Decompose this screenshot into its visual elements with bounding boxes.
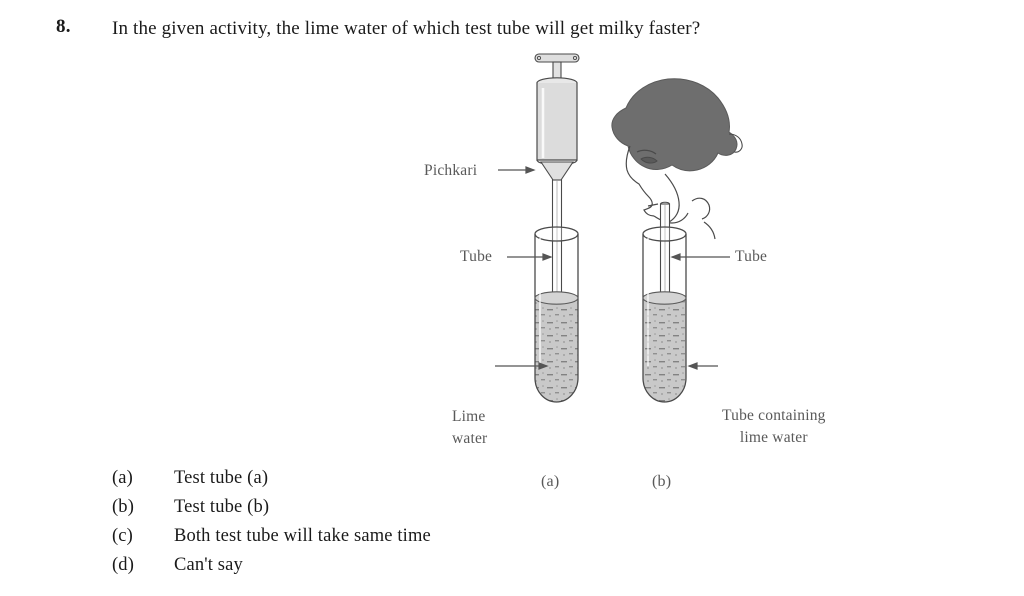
test-tube-b	[642, 226, 687, 403]
lime-water-surface-b	[642, 291, 687, 305]
pichkari-barrel	[536, 83, 578, 161]
option-d[interactable]: (d) Can't say	[112, 555, 812, 576]
figure-caption-b: (b)	[652, 473, 672, 490]
face-profile-icon	[625, 145, 655, 217]
diagram-svg	[495, 53, 743, 403]
option-c-text: Both test tube will take same time	[174, 526, 431, 546]
question-block: 8. In the given activity, the lime water…	[56, 16, 956, 42]
label-tube-containing-lime-water: Tube containing lime water	[722, 405, 826, 450]
option-b-key: (b)	[112, 497, 135, 517]
person-head	[611, 78, 743, 240]
label-tube-left: Tube	[460, 248, 493, 265]
label-tube-containing-line1: Tube containing	[722, 407, 826, 424]
label-lime-water-line1: Lime	[452, 408, 486, 425]
label-lime-water: Lime water	[452, 406, 487, 451]
label-tube-right: Tube	[735, 248, 768, 265]
question-text: In the given activity, the lime water of…	[112, 18, 701, 39]
question-number: 8.	[56, 16, 71, 37]
option-b-text: Test tube (b)	[174, 497, 270, 517]
leader-lines	[495, 166, 730, 370]
label-tube-containing-line2: lime water	[739, 429, 808, 447]
label-lime-water-line2: water	[452, 430, 488, 448]
hair-icon	[611, 78, 738, 172]
eye-icon	[640, 156, 658, 164]
option-b[interactable]: (b) Test tube (b)	[112, 497, 812, 518]
test-tube-a	[534, 226, 579, 403]
test-tube-a-rim	[534, 226, 579, 242]
answer-options: (a) Test tube (a) (b) Test tube (b) (c) …	[112, 468, 812, 584]
pichkari-assembly	[534, 53, 580, 357]
figure-caption-a: (a)	[541, 473, 560, 490]
option-a[interactable]: (a) Test tube (a)	[112, 468, 812, 489]
label-pichkari: Pichkari	[424, 162, 478, 179]
pichkari-handle-icon	[534, 53, 580, 83]
test-tube-b-rim	[642, 226, 687, 242]
option-c[interactable]: (c) Both test tube will take same time	[112, 526, 812, 547]
option-d-text: Can't say	[174, 555, 243, 575]
option-c-key: (c)	[112, 526, 133, 546]
pichkari-nozzle	[539, 161, 575, 181]
activity-diagram: Pichkari Tube Tube Lime water Tube conta…	[0, 46, 1024, 490]
option-a-text: Test tube (a)	[174, 468, 269, 488]
option-d-key: (d)	[112, 555, 135, 575]
option-a-key: (a)	[112, 468, 133, 488]
lime-water-surface-a	[534, 291, 579, 305]
